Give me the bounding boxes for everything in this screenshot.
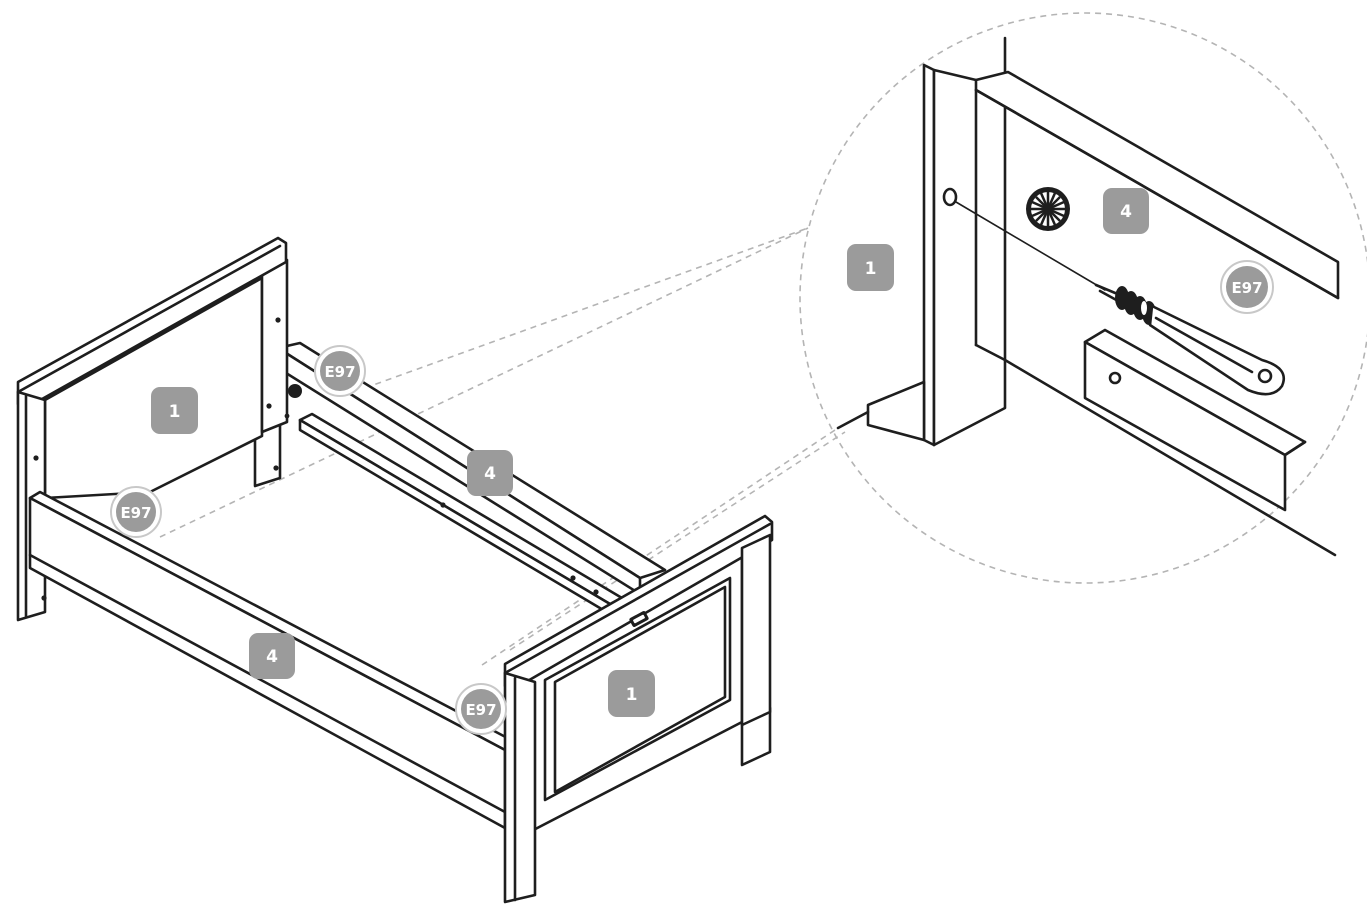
detail-label-hardware: E97 <box>1220 260 1274 314</box>
svg-text:4: 4 <box>1120 202 1132 222</box>
hardware-label-left: E97 <box>110 486 162 538</box>
inner-slat-rail <box>298 412 624 616</box>
hardware-label-back: E97 <box>314 345 366 397</box>
detail-label-post: 1 <box>847 244 894 291</box>
rail-bracket <box>266 384 302 419</box>
detail-rail <box>974 70 1340 557</box>
svg-text:1: 1 <box>865 259 877 279</box>
detail-hole <box>942 187 958 207</box>
hardware-label-front: E97 <box>455 683 507 735</box>
bolt-icon <box>1094 283 1286 396</box>
headboard <box>16 236 289 622</box>
cam-disc-icon <box>1026 187 1070 231</box>
detail-lower-bar <box>1083 328 1307 512</box>
zoom-guide-lines <box>159 227 846 666</box>
svg-text:1: 1 <box>169 402 181 422</box>
detail-view: 1 4 E97 <box>799 12 1367 584</box>
svg-text:E97: E97 <box>465 701 496 719</box>
label-front-rail: 4 <box>249 633 295 679</box>
svg-text:E97: E97 <box>120 504 151 522</box>
svg-text:E97: E97 <box>324 363 355 381</box>
label-back-rail: 4 <box>467 450 513 496</box>
label-headboard: 1 <box>151 387 198 434</box>
svg-text:4: 4 <box>484 464 496 484</box>
svg-text:1: 1 <box>626 685 638 705</box>
svg-text:4: 4 <box>266 647 278 667</box>
detail-label-rail: 4 <box>1103 188 1149 234</box>
label-footboard: 1 <box>608 670 655 717</box>
svg-text:E97: E97 <box>1231 279 1262 297</box>
